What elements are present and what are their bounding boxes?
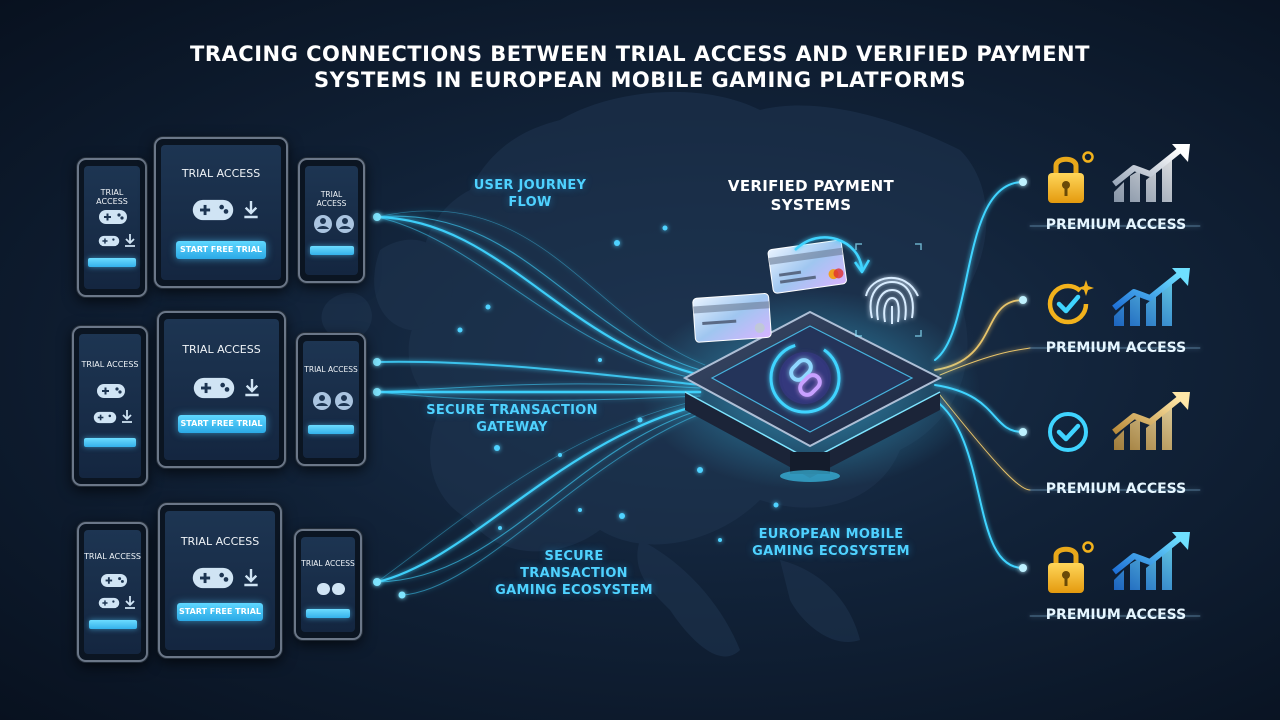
trial-button-bar[interactable] bbox=[306, 609, 350, 618]
page-title-line-2: SYSTEMS IN EUROPEAN MOBILE GAMING PLATFO… bbox=[314, 68, 966, 92]
label-secure-gateway: SECURE TRANSACTION GATEWAY bbox=[426, 403, 598, 435]
phone-trial-3-left: TRIAL ACCESS bbox=[77, 522, 148, 662]
phone-trial-1-left: TRIAL ACCESS bbox=[77, 158, 147, 297]
sync-arrow-icon bbox=[794, 236, 871, 274]
tablet-title: TRIAL ACCESS bbox=[182, 343, 261, 356]
tablet-trial-2: TRIAL ACCESS START FREE TRIAL bbox=[157, 311, 286, 468]
tablet-trial-3: TRIAL ACCESS START FREE TRIAL bbox=[158, 503, 282, 658]
gamepad-icon bbox=[317, 583, 345, 595]
phone-title: TRIAL ACCESS bbox=[316, 190, 347, 208]
trial-button-bar[interactable] bbox=[84, 438, 136, 447]
check-badge-icon bbox=[1047, 280, 1094, 325]
gamepad-icon bbox=[192, 567, 234, 589]
label-secure-ecosystem: SECURE TRANSACTION GAMING ECOSYSTEM bbox=[495, 549, 653, 598]
users-icon bbox=[314, 215, 354, 233]
users-icon bbox=[313, 392, 353, 410]
phone-trial-1-right: TRIAL ACCESS bbox=[298, 158, 365, 283]
growth-chart-icon bbox=[1112, 268, 1190, 326]
premium-access-label-4: PREMIUM ACCESS bbox=[1045, 607, 1187, 623]
premium-endpoints bbox=[1019, 178, 1027, 572]
tablet-title: TRIAL ACCESS bbox=[181, 167, 261, 180]
start-free-trial-button[interactable]: START FREE TRIAL bbox=[176, 241, 266, 259]
premium-access-label-1: PREMIUM ACCESS bbox=[1045, 217, 1187, 233]
gamepad-icon bbox=[192, 199, 234, 221]
hub-frame bbox=[855, 243, 922, 337]
map-nodes bbox=[457, 225, 779, 542]
download-icon bbox=[244, 201, 258, 219]
gamepad-icon bbox=[97, 384, 125, 398]
start-free-trial-button[interactable]: START FREE TRIAL bbox=[177, 603, 263, 621]
gamepad-icon bbox=[93, 411, 117, 424]
tablet-title: TRIAL ACCESS bbox=[180, 535, 260, 548]
premium-access-label-3: PREMIUM ACCESS bbox=[1045, 481, 1187, 497]
phone-trial-2-left: TRIAL ACCESS bbox=[72, 326, 148, 486]
phone-trial-3-right: TRIAL ACCESS bbox=[294, 529, 362, 640]
phone-title: TRIAL ACCESS bbox=[301, 559, 355, 568]
phone-title: TRIAL ACCESS bbox=[81, 360, 139, 369]
gamepad-icon bbox=[99, 210, 127, 224]
user-journey-flows bbox=[375, 210, 706, 596]
credit-card-icon bbox=[692, 239, 847, 343]
download-icon bbox=[125, 596, 135, 609]
check-circle-icon bbox=[1048, 412, 1088, 452]
premium-access-label-2: PREMIUM ACCESS bbox=[1045, 340, 1187, 356]
trial-button-bar[interactable] bbox=[309, 246, 354, 255]
label-verified-payment: VERIFIED PAYMENT SYSTEMS bbox=[727, 177, 895, 214]
padlock-icon bbox=[1048, 541, 1094, 593]
trial-button-bar[interactable] bbox=[88, 620, 137, 629]
chain-link-icon bbox=[769, 342, 841, 414]
gamepad-icon bbox=[98, 235, 120, 247]
download-icon bbox=[245, 379, 259, 397]
phone-trial-2-right: TRIAL ACCESS bbox=[296, 333, 366, 466]
trial-button-bar[interactable] bbox=[308, 425, 354, 434]
download-icon bbox=[122, 410, 132, 423]
padlock-icon bbox=[1048, 151, 1094, 203]
label-user-journey: USER JOURNEY FLOW bbox=[473, 178, 587, 210]
gamepad-icon bbox=[193, 377, 235, 399]
tablet-trial-1: TRIAL ACCESS START FREE TRIAL bbox=[154, 137, 288, 288]
download-icon bbox=[125, 234, 135, 247]
gamepad-icon bbox=[100, 573, 128, 588]
growth-chart-icon bbox=[1112, 532, 1190, 590]
gamepad-icon bbox=[98, 597, 120, 609]
label-european-ecosystem: EUROPEAN MOBILE GAMING ECOSYSTEM bbox=[752, 527, 910, 559]
trial-button-bar[interactable] bbox=[88, 258, 136, 267]
download-icon bbox=[244, 569, 258, 587]
phone-title: TRIAL ACCESS bbox=[96, 188, 128, 206]
fingerprint-icon bbox=[865, 277, 919, 324]
growth-chart-icon bbox=[1112, 144, 1190, 202]
flow-endpoints bbox=[373, 213, 406, 599]
phone-title: TRIAL ACCESS bbox=[84, 552, 141, 561]
growth-chart-icon bbox=[1112, 392, 1190, 450]
page-title-line-1: TRACING CONNECTIONS BETWEEN TRIAL ACCESS… bbox=[190, 42, 1090, 66]
start-free-trial-button[interactable]: START FREE TRIAL bbox=[177, 415, 266, 433]
phone-title: TRIAL ACCESS bbox=[304, 365, 358, 374]
